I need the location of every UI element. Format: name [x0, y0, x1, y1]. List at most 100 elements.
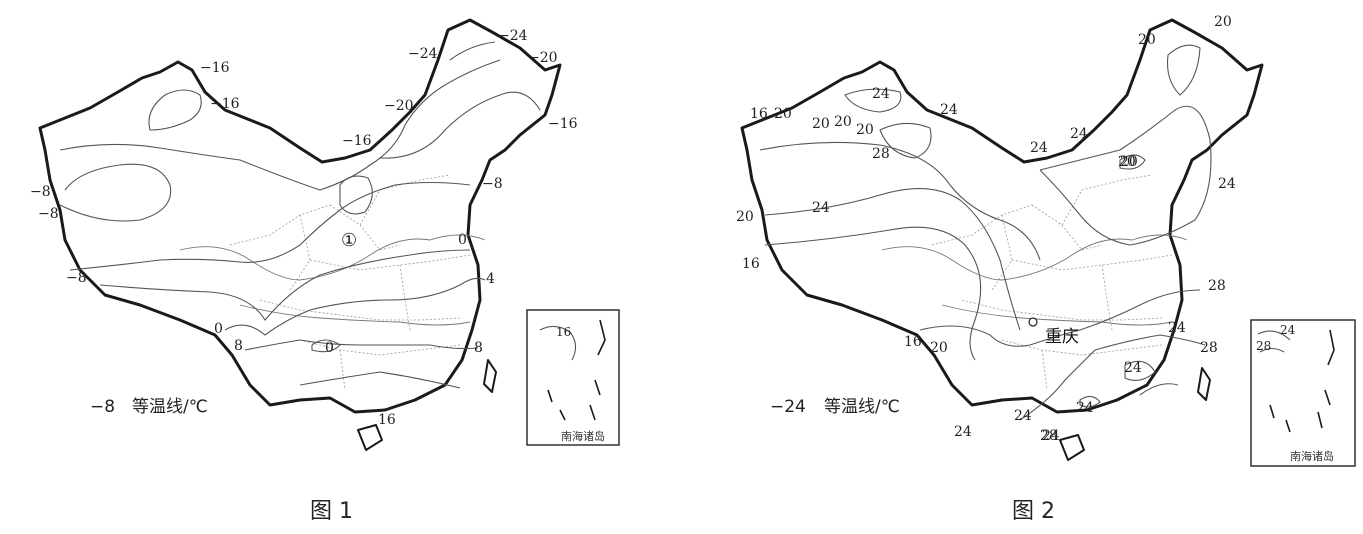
taiwan-2 — [1197, 367, 1211, 401]
inset-iso-label: 28 — [1256, 339, 1271, 353]
iso-label: 20 — [1120, 154, 1138, 170]
iso-label: 24 — [1076, 400, 1094, 416]
isotherm-7 — [339, 175, 373, 215]
iso-label: 24 — [1042, 428, 1060, 444]
iso-label: −20 — [384, 98, 414, 114]
iso-label: 20 — [1138, 32, 1156, 48]
isotherm-2 — [148, 89, 202, 131]
inset-iso-label: 16 — [556, 325, 571, 339]
isotherm-2-7 — [1166, 44, 1201, 96]
inset-caption: 南海诸岛 — [1290, 449, 1334, 463]
iso-label: 20 — [834, 114, 852, 130]
taiwan-1 — [483, 359, 497, 393]
province-lines-2 — [931, 174, 1173, 391]
inset-2: 24 28 南海诸岛 — [1250, 319, 1356, 467]
isotherm-2-2 — [764, 188, 1021, 331]
iso-label: 16 — [904, 334, 922, 350]
iso-label: −8 — [38, 206, 59, 222]
isotherm-8 — [99, 249, 471, 321]
iso-label: −20 — [528, 50, 558, 66]
rivers-2 — [881, 234, 1188, 326]
isotherm-2-6 — [1039, 105, 1212, 246]
isotherm-2-5 — [879, 122, 932, 159]
isotherm-9 — [224, 277, 486, 336]
iso-label: 20 — [812, 116, 830, 132]
iso-label: −16 — [210, 96, 240, 112]
hainan-1 — [357, 424, 383, 451]
legend-text: 等温线/℃ — [824, 397, 900, 417]
iso-label: −8 — [30, 184, 51, 200]
iso-label: 24 — [1168, 320, 1186, 336]
isotherm-4 — [379, 91, 541, 159]
iso-label: −16 — [200, 60, 230, 76]
inset-frame — [526, 309, 620, 446]
rivers-1 — [179, 234, 486, 326]
legend-value: −24 — [770, 397, 806, 417]
iso-label: 28 — [872, 146, 890, 162]
isotherm-2-1 — [759, 141, 1041, 261]
iso-labels-1: −16 −16 −24 −24 −20 −20 −16 −16 −8 −8 −8… — [30, 28, 578, 428]
isotherm-6 — [69, 181, 471, 271]
iso-label: 24 — [1070, 126, 1088, 142]
marker-label: ① — [341, 230, 357, 251]
hainan-2 — [1059, 434, 1085, 461]
legend-text: 等温线/℃ — [132, 397, 208, 417]
iso-label: 24 — [954, 424, 972, 440]
city-label-chongqing: 重庆 — [1045, 327, 1079, 347]
inset-islands — [1269, 329, 1335, 433]
isotherm-2-11 — [1124, 360, 1156, 381]
inset-isotherm — [539, 325, 577, 361]
legend-2: −24 等温线/℃ — [770, 397, 900, 417]
iso-label: 8 — [474, 340, 483, 356]
legend-1: −8 等温线/℃ — [90, 397, 208, 417]
iso-label: −8 — [66, 270, 87, 286]
iso-label: 24 — [1014, 408, 1032, 424]
china-border-1 — [38, 18, 562, 414]
isotherm-1 — [59, 59, 501, 191]
isotherm-2-3 — [764, 226, 982, 361]
isotherm-10 — [244, 339, 479, 351]
iso-label: 24 — [1030, 140, 1048, 156]
iso-label: −24 — [498, 28, 528, 44]
iso-label: 24 — [1124, 360, 1142, 376]
iso-label: 16 — [750, 106, 768, 122]
iso-label: 0 — [325, 340, 334, 356]
map-2: 重庆 20 20 24 16 20 20 20 20 28 24 24 24 2… — [736, 14, 1356, 524]
iso-label: 0 — [214, 321, 223, 337]
isotherm-5 — [449, 41, 496, 61]
isotherm-2-8 — [1119, 154, 1146, 170]
iso-label: 28 — [1040, 428, 1058, 444]
iso-label: 20 — [736, 209, 754, 225]
caption-1: 图 1 — [310, 499, 353, 524]
isotherm-11 — [311, 339, 341, 353]
iso-label: 0 — [458, 232, 467, 248]
iso-label: 16 — [378, 412, 396, 428]
inset-isotherm — [1257, 330, 1291, 341]
legend-value: −8 — [90, 397, 115, 417]
iso-label: 20 — [1214, 14, 1232, 30]
iso-label: 24 — [812, 200, 830, 216]
caption-2: 图 2 — [1012, 499, 1055, 524]
inset-islands — [547, 319, 606, 421]
map-1: −16 −16 −24 −24 −20 −20 −16 −16 −8 −8 −8… — [30, 18, 620, 524]
iso-label: 24 — [872, 86, 890, 102]
inset-iso-label: 24 — [1280, 323, 1296, 337]
iso-label: −8 — [482, 176, 503, 192]
iso-label: −16 — [342, 133, 372, 149]
iso-label: −24 — [408, 46, 438, 62]
inset-caption: 南海诸岛 — [561, 429, 605, 443]
iso-label: 20 — [856, 122, 874, 138]
iso-label: 24 — [1218, 176, 1236, 192]
iso-label: −16 — [548, 116, 578, 132]
iso-labels-2: 20 20 24 16 20 20 20 20 28 24 24 24 20 2… — [736, 14, 1236, 444]
isotherm-2-13 — [1139, 383, 1179, 396]
iso-label: 16 — [742, 256, 760, 272]
isotherm-3 — [59, 163, 172, 222]
isotherm-2-10 — [1019, 334, 1206, 421]
inset-1: 16 南海诸岛 — [526, 309, 620, 446]
chongqing-dot — [1028, 317, 1038, 327]
iso-label: 28 — [1200, 340, 1218, 356]
isotherm-2-4 — [844, 88, 902, 113]
isotherm-12 — [299, 371, 461, 389]
